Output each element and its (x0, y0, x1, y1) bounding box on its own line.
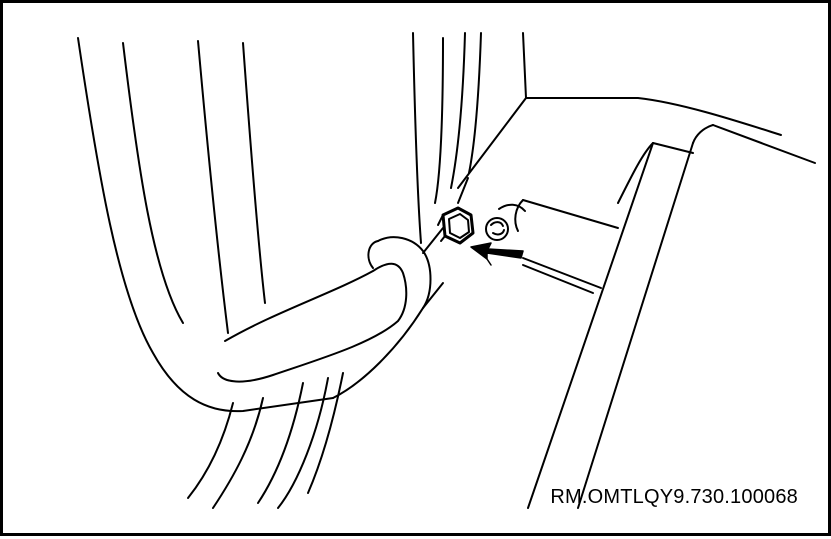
seat-base-lines (332, 307, 424, 399)
lower-legs (187, 372, 344, 509)
screw (485, 217, 509, 241)
installation-diagram (77, 32, 816, 509)
direction-arrow (470, 242, 524, 266)
side-rail (527, 124, 816, 509)
upper-panel (457, 97, 782, 204)
frame-tubes (412, 32, 527, 244)
reference-code: RM.OMTLQY9.730.100068 (550, 486, 798, 508)
seat-frame-outer (77, 37, 334, 413)
bracket-plate (498, 199, 619, 294)
hex-nut (437, 206, 475, 245)
armrest-handle (217, 227, 444, 383)
